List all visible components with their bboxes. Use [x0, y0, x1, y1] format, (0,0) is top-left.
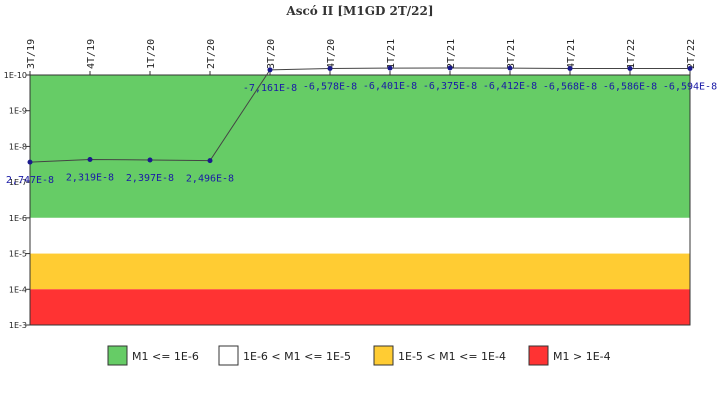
- legend: M1 <= 1E-6 1E-6 < M1 <= 1E-5 1E-5 < M1 <= …: [107, 345, 611, 366]
- data-label: -7,161E-8: [243, 83, 297, 94]
- x-tick-label: 3T/20: [266, 39, 277, 69]
- band-0: [30, 75, 690, 218]
- legend-swatch: [107, 345, 128, 366]
- x-tick-label: 4T/20: [326, 39, 337, 69]
- risk-bands: [30, 75, 690, 325]
- data-label: -6,578E-8: [303, 82, 357, 93]
- band-1: [30, 217, 690, 254]
- series-line: [27, 65, 693, 165]
- band-2: [30, 253, 690, 290]
- y-tick-label: 1E-7: [9, 178, 27, 187]
- plot-frame: [29, 74, 691, 326]
- y-tick-label: 1E-10: [4, 71, 27, 80]
- y-tick-label: 1E-6: [9, 214, 27, 223]
- data-point: [447, 65, 453, 71]
- data-point: [147, 157, 153, 163]
- x-tick-label: 2T/20: [206, 39, 217, 69]
- data-point: [567, 65, 573, 71]
- x-tick-label: 3T/21: [506, 39, 517, 69]
- x-tick-label: 4T/19: [86, 39, 97, 69]
- data-label: -6,412E-8: [483, 81, 537, 92]
- x-tick-label: 2T/22: [686, 39, 697, 69]
- legend-label: 1E-6 < M1 <= 1E-5: [243, 350, 351, 363]
- legend-label: M1 > 1E-4: [553, 350, 611, 363]
- x-tick-label: 1T/20: [146, 39, 157, 69]
- data-point: [207, 158, 213, 164]
- y-tick-label: 1E-9: [9, 107, 27, 116]
- legend-swatch: [528, 345, 549, 366]
- x-tick-label: 1T/21: [386, 39, 397, 69]
- chart-title: Ascó II [M1GD 2T/22]: [285, 4, 433, 18]
- x-tick-label: 4T/21: [566, 39, 577, 69]
- band-3: [30, 289, 690, 325]
- legend-label: 1E-5 < M1 <= 1E-4: [398, 350, 506, 363]
- data-label: 2,319E-8: [66, 172, 114, 183]
- legend-label: M1 <= 1E-6: [132, 350, 199, 363]
- data-point: [267, 67, 273, 73]
- data-point: [27, 159, 33, 165]
- data-label: -6,401E-8: [363, 81, 417, 92]
- y-tick-label: 1E-8: [9, 142, 27, 151]
- legend-swatch: [218, 345, 239, 366]
- data-labels: 2,747E-8 2,319E-8 2,397E-8 2,496E-8 -7,161E-…: [6, 81, 717, 186]
- data-label: 2,747E-8: [6, 175, 54, 186]
- data-label: 2,397E-8: [126, 173, 174, 184]
- data-label: -6,586E-8: [603, 82, 657, 93]
- data-label: -6,568E-8: [543, 81, 597, 92]
- series-polyline: [29, 67, 691, 163]
- data-label: -6,375E-8: [423, 81, 477, 92]
- data-point: [327, 66, 333, 72]
- axes: 1E-10 1E-9 1E-8 1E-7 1E-6 1E-5 1E-4 1E-3 3T/19 4T…: [4, 39, 697, 330]
- data-point: [687, 66, 693, 72]
- data-point: [87, 156, 93, 162]
- x-tick-label: 1T/22: [626, 39, 637, 69]
- legend-swatch: [373, 345, 394, 366]
- data-label: -6,594E-8: [663, 82, 717, 93]
- data-point: [387, 65, 393, 71]
- y-tick-label: 1E-3: [9, 321, 27, 330]
- x-tick-label: 3T/19: [26, 39, 37, 69]
- x-tick-label: 2T/21: [446, 39, 457, 69]
- data-point: [507, 65, 513, 71]
- y-tick-label: 1E-4: [9, 285, 27, 294]
- y-tick-label: 1E-5: [9, 250, 27, 259]
- data-label: 2,496E-8: [186, 174, 234, 185]
- data-point: [627, 66, 633, 72]
